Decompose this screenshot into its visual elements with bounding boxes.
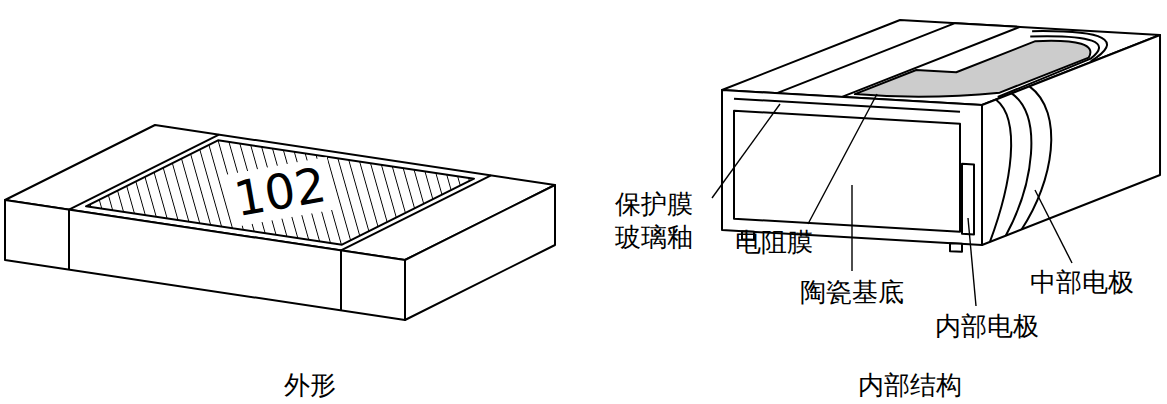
view-caption: 内部结构 [858, 369, 962, 402]
middle-electrode-layer [1006, 86, 1032, 236]
part-label: 电阻膜 [735, 226, 813, 259]
cutaway-end-face [982, 35, 1160, 245]
part-label: 内部电极 [935, 310, 1039, 343]
marking-code: 102 [224, 157, 335, 227]
chip-front-face [5, 200, 405, 320]
ceramic-substrate [734, 111, 960, 232]
chip-end-face [405, 185, 555, 320]
view-caption: 外形 [284, 369, 336, 402]
leader-lines [712, 94, 1072, 306]
top-electrode-band [777, 23, 1020, 97]
part-label: 陶瓷基底 [800, 276, 904, 309]
part-label: 保护膜 玻璃釉 [615, 188, 701, 253]
inner-electrode-layer [990, 94, 1011, 242]
part-label: 中部电极 [1030, 266, 1134, 299]
